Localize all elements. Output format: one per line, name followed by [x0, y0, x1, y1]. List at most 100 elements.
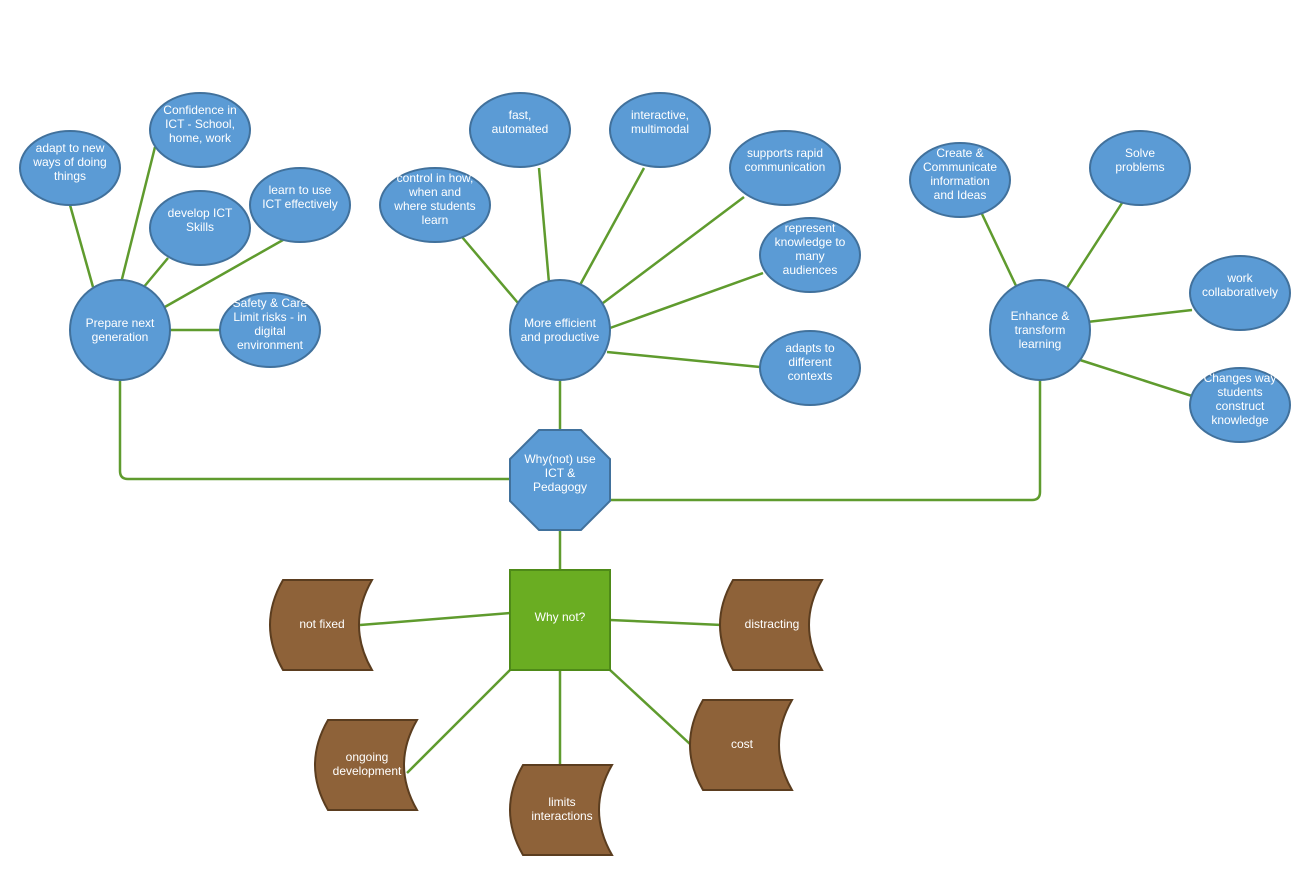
label-line: represent	[785, 221, 836, 235]
label-line: and productive	[521, 330, 600, 344]
label-line: communication	[745, 160, 826, 174]
label-line: Limit risks - in	[233, 310, 306, 324]
connector-prepare-adapt-new	[68, 204, 95, 288]
label-line: ICT effectively	[262, 197, 338, 211]
label-line: More efficient	[524, 316, 596, 330]
connector-enhance-collab	[1086, 308, 1193, 324]
label-line: control in how,	[397, 171, 474, 185]
connector-prepare-confidence	[118, 146, 157, 288]
connector-efficient-rapid-comm	[602, 196, 745, 304]
label-line: Why(not) use	[524, 452, 596, 466]
octagon-shape	[509, 429, 611, 531]
label-line: Solve	[1125, 146, 1155, 160]
ellipse-shape	[219, 292, 321, 368]
label-line: limits	[548, 795, 575, 809]
label-line: generation	[92, 330, 149, 344]
label-line: adapts to	[785, 341, 835, 355]
label-line: Communicate	[923, 160, 997, 174]
leaf-node-interactive[interactable]: interactive,multimodal	[609, 92, 711, 168]
stored-data-shape	[509, 764, 614, 856]
label-line: distracting	[745, 617, 800, 631]
label-line: things	[54, 169, 86, 183]
label-line: learn to use	[269, 183, 332, 197]
circle-shape	[509, 279, 611, 381]
label-line: learning	[1019, 337, 1062, 351]
ellipse-shape	[1189, 255, 1291, 331]
ellipse-shape	[759, 217, 861, 293]
label-line: information	[930, 174, 989, 188]
ellipse-shape	[1089, 130, 1191, 206]
ellipse-shape	[729, 130, 841, 206]
label-line: Enhance &	[1011, 309, 1070, 323]
label-line: ongoing	[346, 750, 389, 764]
connector-root-enhance	[610, 380, 1042, 502]
ellipse-shape	[19, 130, 121, 206]
ellipse-shape	[469, 92, 571, 168]
leaf-not-fixed-label: not fixed	[299, 617, 344, 631]
branch-node-whynot[interactable]: Why not?	[509, 569, 611, 671]
label-line: Changes way	[1204, 371, 1277, 385]
label-line: development	[333, 764, 402, 778]
label-line: ICT &	[545, 466, 575, 480]
label-line: ICT - School,	[165, 117, 235, 131]
label-line: multimodal	[631, 122, 689, 136]
connector-efficient-interactive	[578, 167, 646, 286]
leaf-distracting-label: distracting	[745, 617, 800, 631]
connector-root-prepare	[118, 380, 510, 481]
leaf-node-distracting[interactable]: distracting	[719, 579, 824, 671]
leaf-node-fast[interactable]: fast,automated	[469, 92, 571, 168]
label-line: automated	[492, 122, 549, 136]
label-line: Safety & Care	[233, 296, 308, 310]
label-line: learn	[422, 213, 449, 227]
connector-whynot-not-fixed	[359, 611, 511, 627]
label-line: Create &	[936, 146, 983, 160]
ellipse-shape	[909, 142, 1011, 218]
label-line: problems	[1115, 160, 1164, 174]
label-line: not fixed	[299, 617, 344, 631]
label-line: interactive,	[631, 108, 689, 122]
label-line: fast,	[509, 108, 532, 122]
circle-shape	[69, 279, 171, 381]
circle-shape	[989, 279, 1091, 381]
leaf-node-cost[interactable]: cost	[689, 699, 794, 791]
stored-data-shape	[269, 579, 374, 671]
connector-efficient-control	[461, 236, 519, 304]
ellipse-shape	[149, 190, 251, 266]
label-line: work	[1226, 271, 1253, 285]
label-line: ways of doing	[32, 155, 106, 169]
leaf-node-not-fixed[interactable]: not fixed	[269, 579, 374, 671]
label-line: when and	[408, 185, 461, 199]
connectors	[68, 146, 1193, 774]
label-line: knowledge to	[775, 235, 846, 249]
